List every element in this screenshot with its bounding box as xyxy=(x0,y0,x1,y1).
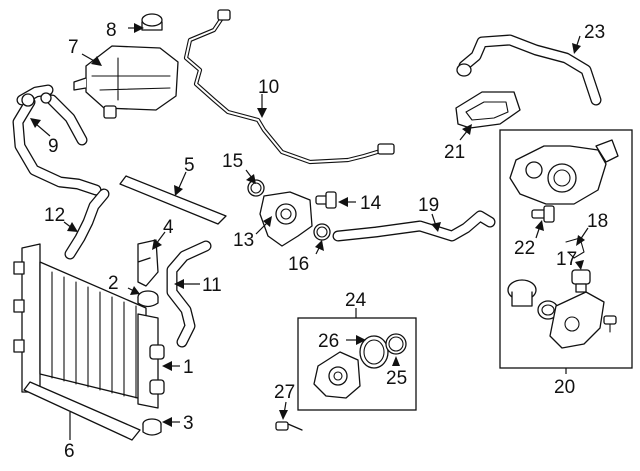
water-pump-group-box xyxy=(297,317,417,411)
callout-1: 1 xyxy=(183,357,194,378)
callout-8: 8 xyxy=(106,20,117,41)
overflow-hose xyxy=(12,84,102,196)
reservoir-cap xyxy=(141,13,163,31)
callout-15: 15 xyxy=(222,151,243,172)
pump-o-ring xyxy=(385,333,407,355)
pump-bolt xyxy=(275,421,303,431)
callout-numbers: 1 2 3 4 5 6 7 8 9 10 11 12 13 14 15 16 1… xyxy=(44,20,608,462)
pump-gasket xyxy=(359,335,389,369)
water-pump xyxy=(313,351,361,399)
coolant-reservoir xyxy=(73,45,179,119)
callout-3: 3 xyxy=(183,413,194,434)
lower-insulator xyxy=(142,418,162,436)
o-ring-lower xyxy=(313,223,331,241)
callout-4: 4 xyxy=(163,217,174,238)
upper-seal-strip xyxy=(119,175,227,225)
lower-radiator-hose xyxy=(166,240,212,348)
housing-screw xyxy=(603,315,617,333)
callout-13: 13 xyxy=(233,230,254,251)
callout-7: 7 xyxy=(68,37,79,58)
callout-10: 10 xyxy=(258,77,279,98)
callout-9: 9 xyxy=(48,136,59,157)
radiator xyxy=(13,243,165,409)
callout-2: 2 xyxy=(108,273,119,294)
thermostat xyxy=(507,279,537,307)
callout-21: 21 xyxy=(444,142,465,163)
outlet-housing xyxy=(509,139,619,205)
temperature-sensor xyxy=(571,269,591,293)
callout-6: 6 xyxy=(64,441,75,462)
callout-18: 18 xyxy=(587,211,608,232)
callout-22: 22 xyxy=(514,238,535,259)
callout-27: 27 xyxy=(274,382,295,403)
callout-25: 25 xyxy=(386,368,407,389)
sensor-wire-harness xyxy=(183,9,395,165)
thermostat-housing xyxy=(259,191,313,247)
leader-lines xyxy=(30,23,589,440)
callout-20: 20 xyxy=(554,377,575,398)
callout-5: 5 xyxy=(184,155,195,176)
callout-23: 23 xyxy=(584,22,605,43)
callout-16: 16 xyxy=(288,254,309,275)
housing-bolt-22 xyxy=(531,205,555,223)
callout-26: 26 xyxy=(318,331,339,352)
callout-24: 24 xyxy=(345,290,367,311)
heater-hose xyxy=(332,210,496,242)
callout-14: 14 xyxy=(360,193,382,214)
o-ring-upper xyxy=(247,179,265,197)
housing-bolt xyxy=(315,191,337,209)
callout-17: 17 xyxy=(556,249,577,270)
upper-radiator-hose xyxy=(64,188,110,260)
bypass-hose xyxy=(456,34,602,106)
callout-19: 19 xyxy=(418,195,439,216)
housing-gasket xyxy=(455,91,521,129)
callout-12: 12 xyxy=(44,205,65,226)
inlet-housing xyxy=(549,291,605,349)
callout-11: 11 xyxy=(202,275,222,296)
upper-insulator xyxy=(137,290,159,308)
retaining-clip xyxy=(565,237,585,259)
lower-seal-strip xyxy=(23,381,141,441)
radiator-bracket xyxy=(137,239,159,287)
